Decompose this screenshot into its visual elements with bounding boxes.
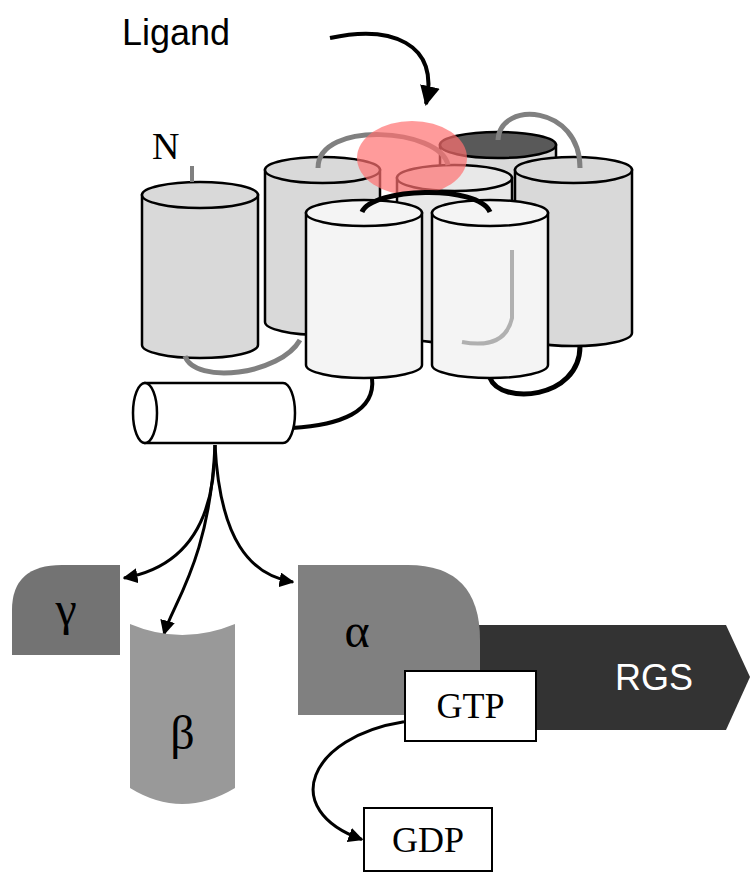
node-text: β xyxy=(170,705,194,760)
node-text: GTP xyxy=(436,685,504,727)
loop xyxy=(490,346,580,394)
gamma-subunit-outline xyxy=(12,565,120,655)
loop xyxy=(292,378,372,428)
helix-body xyxy=(432,213,548,378)
gdp-box: GDP xyxy=(363,807,493,872)
helix-8 xyxy=(133,383,295,443)
node-text: GDP xyxy=(392,819,464,861)
ligand-label: Ligand xyxy=(122,12,230,54)
helix-body xyxy=(142,195,258,358)
helix-end xyxy=(133,383,157,443)
helix-top xyxy=(142,182,258,208)
helix-body xyxy=(145,383,295,443)
loop xyxy=(498,114,580,168)
loop xyxy=(185,340,300,373)
activation-arrow xyxy=(124,445,215,578)
beta-subunit: β xyxy=(130,620,235,805)
helix-body xyxy=(306,213,422,378)
beta-subunit-outline xyxy=(130,624,235,804)
node-text: RGS xyxy=(615,657,693,699)
ligand-site xyxy=(357,121,467,195)
gtp-box: GTP xyxy=(404,670,537,742)
loop xyxy=(362,192,490,212)
activation-arrow xyxy=(215,445,293,582)
front-helices xyxy=(306,200,548,378)
node-text: α xyxy=(344,603,369,658)
loop xyxy=(462,250,512,344)
n-terminus xyxy=(190,166,194,182)
helix-top xyxy=(306,200,422,226)
helix-top xyxy=(515,157,632,183)
node-text: γ xyxy=(55,581,76,636)
n-terminus-label: N xyxy=(152,124,179,168)
activation-arrow xyxy=(164,445,215,634)
helix-top xyxy=(432,200,548,226)
gamma-subunit: γ xyxy=(12,565,120,655)
ligand-arrow xyxy=(330,34,428,104)
